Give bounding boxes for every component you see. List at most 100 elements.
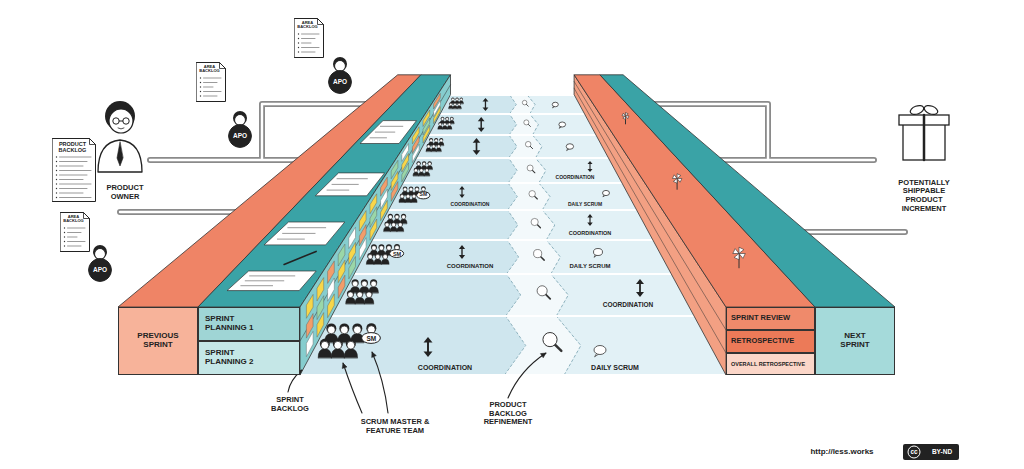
person-body	[419, 172, 425, 176]
sprint-block-face: SPRINT PLANNING 1	[198, 307, 300, 341]
arrowhead	[459, 195, 464, 198]
person-face	[448, 123, 451, 126]
list-line	[60, 161, 88, 162]
owner-mouth	[118, 128, 124, 129]
lane-chevron	[508, 183, 518, 210]
leader-arrowhead	[372, 352, 377, 358]
lane-chevron	[533, 135, 543, 158]
pinwheel-blade	[677, 174, 681, 179]
badge-heads	[93, 57, 426, 334]
person-hair	[429, 138, 433, 142]
owner-face	[109, 109, 133, 133]
person-face	[348, 292, 354, 298]
sprint-block-face: PREVIOUS SPRINT	[118, 307, 198, 375]
block-label: SPRINT REVIEW	[731, 314, 790, 322]
person-body	[449, 106, 453, 109]
area-backlog-document: AREA BACKLOG	[294, 18, 324, 58]
person-hair	[451, 97, 454, 100]
sticky-note	[381, 200, 388, 220]
pinwheel-blade	[623, 116, 626, 120]
lane	[440, 95, 584, 114]
person-body	[442, 126, 447, 129]
speech-bubble	[559, 122, 566, 127]
person-hair	[326, 323, 336, 333]
person-hair	[333, 339, 343, 349]
person-hair	[414, 168, 418, 172]
license-mark: BY-ND	[932, 448, 952, 455]
list-bullet	[298, 33, 299, 34]
person-hair	[385, 222, 390, 227]
list-line	[204, 78, 222, 79]
sprint-block-face: SPRINT REVIEW	[726, 307, 815, 330]
arrowhead	[587, 223, 592, 226]
person-face	[460, 98, 463, 101]
lane-chevron	[509, 114, 517, 135]
list-bullet	[200, 82, 201, 83]
arrowhead	[587, 214, 592, 217]
sheet-scribble	[283, 233, 316, 234]
magnifier-handle	[555, 345, 561, 351]
paper-sheet	[53, 139, 96, 202]
person-hair	[419, 168, 423, 172]
lane-label: COORDINATION	[603, 301, 653, 308]
person-face	[385, 223, 389, 227]
lane	[417, 135, 609, 158]
person-face	[456, 98, 459, 101]
list-bullet	[56, 161, 57, 162]
sticky-note	[359, 238, 366, 260]
list-bullet	[200, 86, 201, 87]
paper-fold	[220, 63, 226, 69]
owner-body	[98, 140, 142, 172]
list-line	[204, 91, 222, 92]
area-backlog-document: AREA BACKLOG	[196, 62, 226, 102]
list-bullet	[56, 174, 57, 175]
lane-separator	[373, 239, 653, 241]
block-label: PREVIOUS SPRINT	[128, 332, 188, 350]
feature-teams	[318, 97, 463, 357]
area-backlog-document: AREA BACKLOG	[60, 212, 90, 252]
person-face	[335, 61, 346, 72]
leader-line	[508, 353, 546, 398]
person-hair	[347, 290, 354, 297]
sheet-scribble	[277, 239, 304, 240]
sprint-block-face: RETROSPECTIVE	[726, 330, 815, 353]
sticky-note	[317, 313, 324, 338]
person-hair	[370, 279, 377, 286]
callout-label: SCRUM MASTER & FEATURE TEAM	[355, 418, 435, 435]
speech-bubble	[603, 190, 610, 195]
sheet-scribble	[332, 184, 358, 185]
person-face	[412, 195, 416, 199]
sprint-block-face: NEXT SPRINT	[815, 307, 895, 375]
arrowhead	[636, 292, 644, 297]
license-mark: cc	[910, 448, 917, 455]
person-face	[403, 188, 407, 192]
paper-sheet	[197, 63, 226, 102]
arrowhead	[478, 117, 485, 121]
person-face	[372, 246, 376, 250]
lane-label: DAILY SCRUM	[591, 364, 639, 372]
sticky-note	[328, 294, 335, 318]
lane-label: COORDINATION	[451, 202, 490, 208]
list-bullet	[298, 47, 299, 48]
badge-label: APO	[93, 266, 107, 273]
list-bullet	[56, 188, 57, 189]
person-hair	[346, 339, 356, 349]
owner-tie	[117, 142, 123, 166]
list-bullet	[64, 227, 65, 228]
lane-separator	[450, 94, 574, 96]
rail-tube	[795, 229, 905, 235]
magnifier-glass	[543, 333, 557, 347]
person-hair	[320, 339, 330, 349]
person-body	[399, 198, 405, 202]
person-face	[435, 139, 438, 142]
badge-label: APO	[233, 132, 247, 139]
person-hair	[375, 253, 381, 259]
person-face	[409, 188, 413, 192]
person-hair	[391, 222, 396, 227]
person-face	[353, 326, 361, 334]
lane-separator	[300, 374, 726, 376]
magnifier-glass	[529, 191, 535, 197]
speech-bubble	[566, 144, 573, 150]
list-line	[68, 228, 86, 229]
person-body	[438, 126, 443, 129]
